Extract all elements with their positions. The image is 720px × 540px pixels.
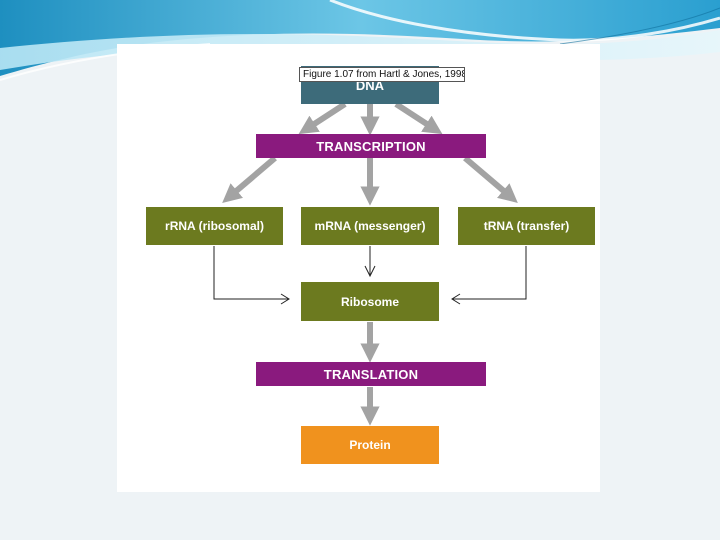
- ribosome-box: Ribosome: [301, 282, 439, 321]
- transcription-bar: TRANSCRIPTION: [256, 134, 486, 158]
- protein-label: Protein: [349, 438, 391, 452]
- protein-box: Protein: [301, 426, 439, 464]
- top-wave-decoration: [0, 0, 720, 81]
- transcription-label: TRANSCRIPTION: [316, 138, 426, 154]
- dna-to-transcription-arrows: [298, 101, 443, 136]
- trna-box: tRNA (transfer): [458, 207, 595, 245]
- translation-label: TRANSLATION: [323, 366, 419, 382]
- figure-panel: [117, 44, 600, 492]
- mrna-box: mRNA (messenger): [301, 207, 439, 245]
- trna-label: tRNA (transfer): [483, 219, 570, 233]
- rrna-box: rRNA (ribosomal): [146, 207, 283, 245]
- rrna-label: rRNA (ribosomal): [165, 219, 264, 233]
- ribosome-label: Ribosome: [340, 294, 399, 309]
- translation-bar: TRANSLATION: [256, 362, 486, 386]
- figure-caption: Figure 1.07 from Hartl & Jones, 1998: [299, 67, 465, 82]
- rna-to-ribosome-connectors: [213, 246, 527, 305]
- mrna-label: mRNA (messenger): [314, 219, 426, 233]
- transcription-to-rna-arrows: [222, 155, 518, 206]
